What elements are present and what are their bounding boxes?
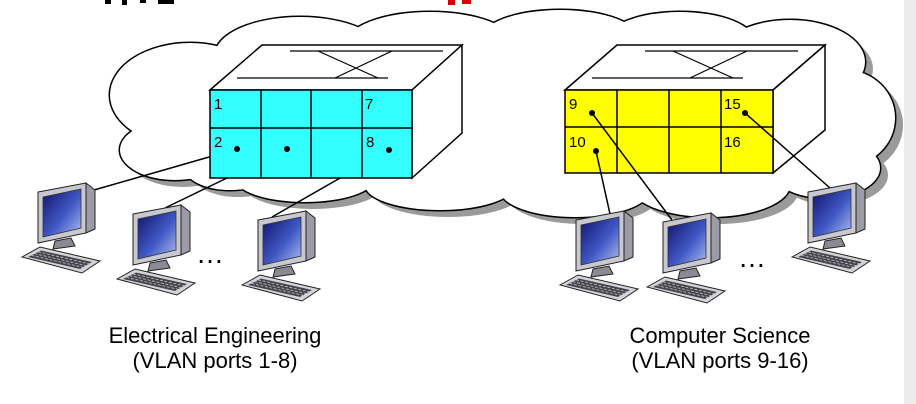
port-label-15: 15 bbox=[724, 96, 741, 113]
port-label-1: 1 bbox=[214, 96, 222, 113]
port-label-2: 2 bbox=[214, 134, 222, 151]
port-label-7: 7 bbox=[365, 96, 373, 113]
port-label-9: 9 bbox=[569, 96, 577, 113]
link-cs-10 bbox=[595, 150, 611, 215]
group-subtitle-ee: (VLAN ports 1-8) bbox=[132, 348, 297, 373]
port-label-10: 10 bbox=[569, 134, 586, 151]
port-label-16: 16 bbox=[724, 134, 741, 151]
link-cs-9 bbox=[591, 112, 673, 221]
ellipsis-cs: … bbox=[738, 242, 766, 273]
computer-ee-2 bbox=[116, 204, 196, 296]
link-cs-15 bbox=[744, 112, 831, 189]
port-grid bbox=[210, 90, 412, 178]
switch-cross-arrows-icon bbox=[237, 50, 443, 79]
port-grid bbox=[565, 90, 773, 173]
switch-ee: 1 7 2 8 bbox=[207, 43, 464, 180]
switch-cs: 9 15 10 16 bbox=[562, 43, 828, 175]
cs-links bbox=[591, 112, 831, 221]
port-dot bbox=[386, 147, 392, 153]
computer-ee-3 bbox=[241, 210, 321, 302]
computer-cs-2 bbox=[646, 212, 726, 304]
switch-cross-arrows-icon bbox=[592, 50, 798, 79]
port-label-8: 8 bbox=[366, 134, 374, 151]
port-dot bbox=[284, 146, 290, 152]
computer-cs-1 bbox=[559, 210, 639, 302]
ellipsis-ee: … bbox=[196, 238, 224, 269]
computer-ee-1 bbox=[21, 182, 101, 274]
title-fragment bbox=[105, 0, 471, 5]
port-dot bbox=[234, 146, 240, 152]
group-title-cs: Computer Science bbox=[630, 323, 811, 348]
group-subtitle-cs: (VLAN ports 9-16) bbox=[631, 348, 808, 373]
page-edge-strip bbox=[904, 0, 916, 404]
group-title-ee: Electrical Engineering bbox=[109, 323, 322, 348]
